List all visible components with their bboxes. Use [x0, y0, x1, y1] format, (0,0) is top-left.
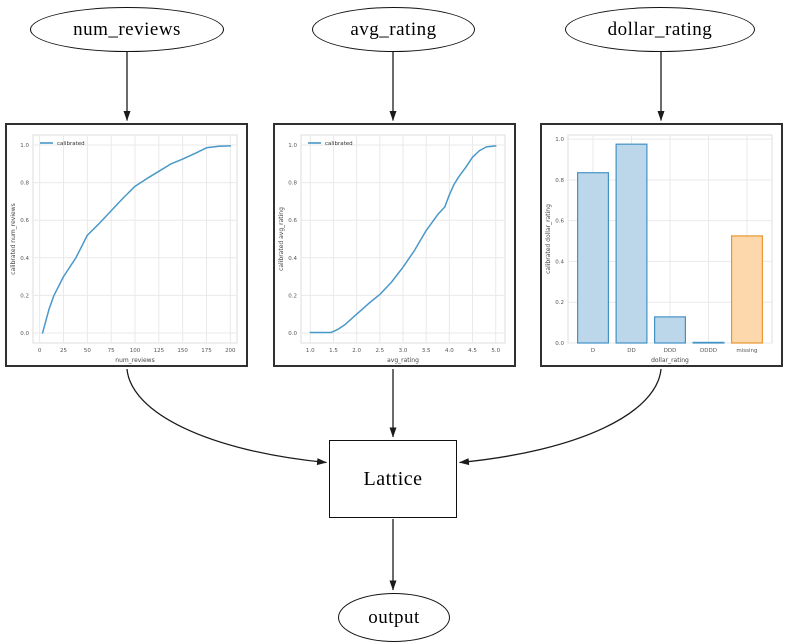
y-tick-label: 0.4: [20, 256, 29, 262]
x-tick-label: D: [591, 348, 595, 354]
y-axis-label: calibrated avg_rating: [278, 207, 285, 271]
y-tick-label: 0.6: [20, 218, 29, 224]
y-tick-label: 0.8: [555, 178, 564, 184]
y-axis-label: calibrated dollar_rating: [545, 204, 552, 274]
edge-calibrator-dollar-rating-to-lattice: [459, 368, 662, 466]
x-tick-label: 125: [154, 348, 165, 354]
x-tick-label: 2.0: [352, 348, 361, 354]
node-lattice: Lattice: [329, 440, 457, 518]
x-tick-label: 4.0: [445, 348, 454, 354]
y-tick-label: 1.0: [555, 137, 564, 143]
calibrator-plot-num-reviews: calibrated 0.0 0.2 0.4 0.6 0.8 1.0 0 25 50 75 100 12…: [5, 123, 248, 367]
y-tick-label: 0.0: [288, 331, 297, 337]
y-tick-label: 0.8: [20, 181, 29, 187]
y-tick-label: 0.4: [555, 259, 564, 265]
bar-DD: [615, 143, 648, 344]
y-tick-label: 0.6: [555, 219, 564, 225]
node-dollar-rating: dollar_rating: [565, 7, 755, 52]
calibrator-plot-avg-rating: calibrated 0.0 0.2 0.4 0.6 0.8 1.0 1.0 1.5 2.0 2.5…: [273, 123, 516, 367]
x-tick-label: 50: [84, 348, 91, 354]
x-tick-label: 3.5: [422, 348, 431, 354]
x-axis-label: avg_rating: [387, 357, 419, 364]
x-tick-label: 1.0: [306, 348, 315, 354]
x-tick-label: 3.0: [399, 348, 408, 354]
y-tick-label: 0.0: [20, 331, 29, 337]
x-tick-label: missing: [736, 348, 757, 354]
y-tick-label: 0.8: [288, 181, 297, 187]
bar-DDD: [654, 316, 686, 344]
edge-calibrator-num-reviews-to-lattice: [126, 368, 327, 466]
x-tick-label: 5.0: [491, 348, 500, 354]
x-tick-label: 2.5: [375, 348, 384, 354]
x-tick-label: DDDD: [700, 348, 717, 354]
y-tick-label: 0.6: [288, 218, 297, 224]
x-tick-label: 150: [177, 348, 188, 354]
x-tick-label: 0: [38, 348, 42, 354]
node-dollar-rating-label: dollar_rating: [607, 18, 713, 40]
legend-label: calibrated: [325, 141, 353, 147]
x-tick-label: 25: [60, 348, 67, 354]
y-tick-label: 1.0: [288, 143, 297, 149]
x-tick-label: 175: [201, 348, 212, 354]
x-axis-label: dollar_rating: [651, 357, 689, 364]
y-tick-label: 0.0: [555, 341, 564, 347]
node-num-reviews: num_reviews: [30, 7, 224, 52]
bar-missing: [730, 235, 763, 344]
x-axis-label: num_reviews: [115, 357, 154, 364]
chart-svg: calibrated 0.0 0.2 0.4 0.6 0.8 1.0 0 25 50 75 100 12…: [10, 134, 238, 364]
x-tick-label: DDD: [664, 348, 677, 354]
x-tick-label: 4.5: [468, 348, 477, 354]
y-tick-label: 0.2: [555, 300, 564, 306]
node-output-label: output: [368, 606, 420, 628]
bar-DDDD: [692, 341, 725, 344]
x-tick-label: 1.5: [329, 348, 338, 354]
x-tick-label: 75: [108, 348, 115, 354]
node-avg-rating: avg_rating: [312, 7, 475, 52]
x-tick-label: 200: [225, 348, 236, 354]
y-tick-label: 0.4: [288, 256, 297, 262]
calibration-curve: [41, 145, 232, 334]
y-tick-label: 0.2: [288, 293, 297, 299]
node-avg-rating-label: avg_rating: [350, 18, 437, 40]
y-axis-label: calibrated num_reviews: [10, 203, 17, 274]
legend-label: calibrated: [57, 141, 85, 147]
bar-D: [577, 172, 610, 344]
x-tick-label: DD: [627, 348, 635, 354]
node-lattice-label: Lattice: [363, 467, 423, 490]
y-tick-label: 0.2: [20, 293, 29, 299]
chart-svg: calibrated 0.0 0.2 0.4 0.6 0.8 1.0 1.0 1.5 2.0 2.5…: [278, 134, 506, 364]
node-output: output: [338, 593, 450, 642]
calibration-curve: [309, 145, 497, 334]
node-num-reviews-label: num_reviews: [73, 18, 181, 40]
y-tick-label: 1.0: [20, 143, 29, 149]
x-tick-label: 100: [130, 348, 141, 354]
